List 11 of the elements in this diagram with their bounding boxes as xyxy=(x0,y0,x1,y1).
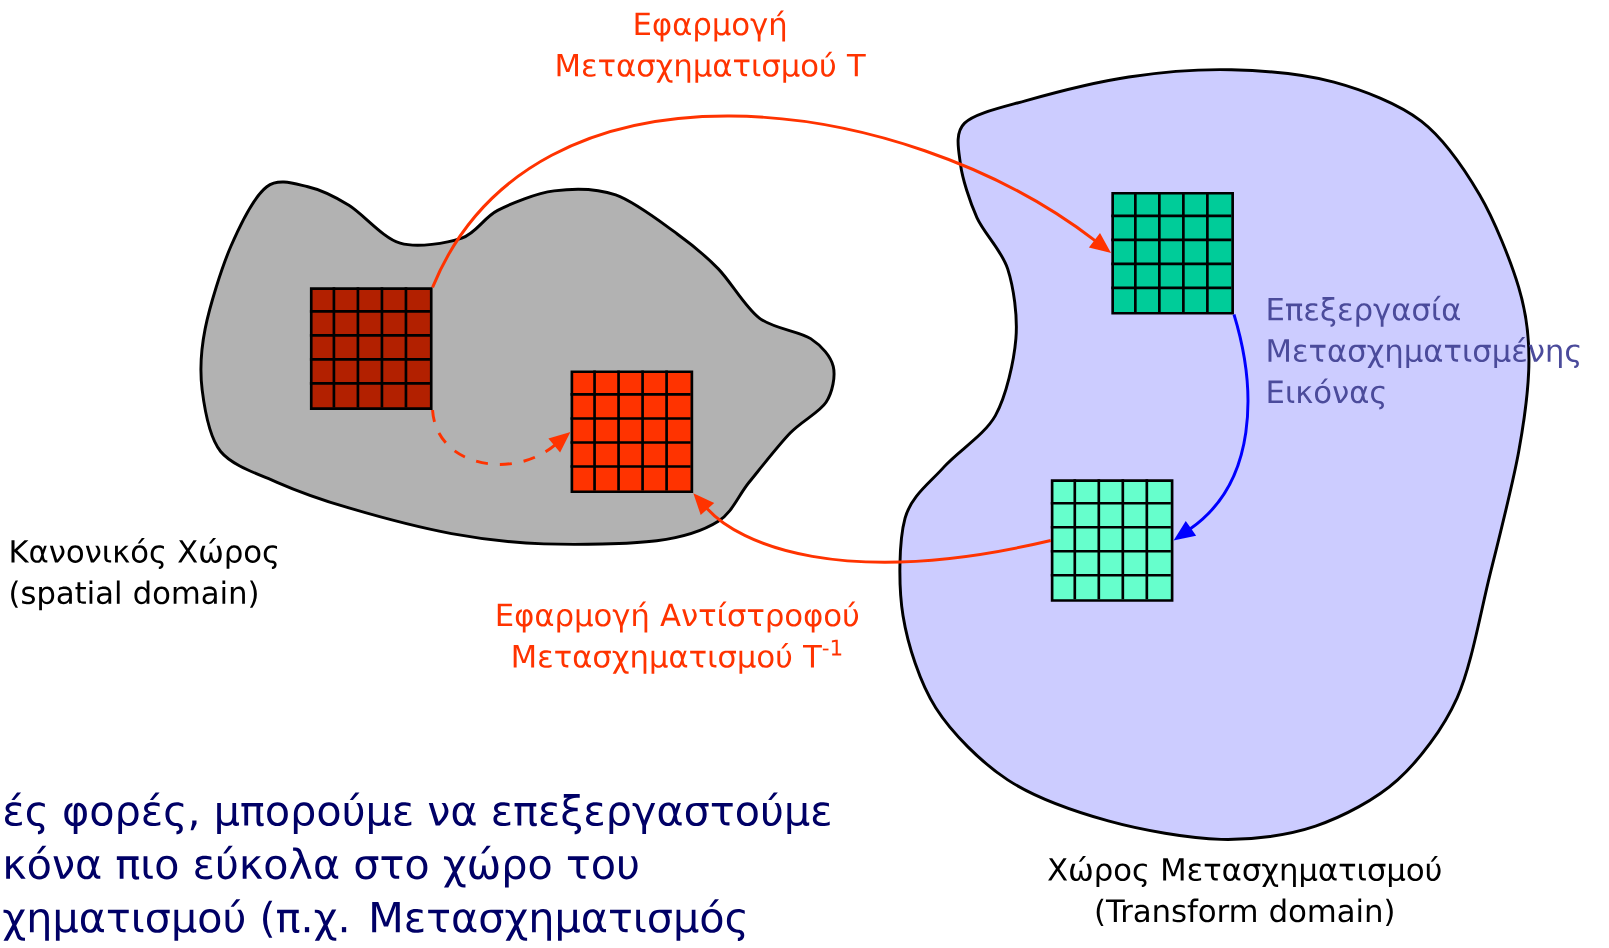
text-line: κόνα πιο εύκολα στο χώρο του xyxy=(6,845,638,888)
pixel-grid xyxy=(569,369,694,494)
text-line: χηματισμού (π.χ. Μετασχηματισμός xyxy=(3,899,745,941)
node-label: Χώρος Μετασχηματισμού (Transform domain) xyxy=(1048,856,1441,926)
pixel-grid xyxy=(1110,190,1234,315)
node-label: Κανονικός Χώρος (spatial domain) xyxy=(11,537,278,611)
edge-label: Εφαρμογή Αντίστροφού Μετασχηματισμού T$^{-1}$ xyxy=(497,601,859,674)
text-line: ές φορές, μπορούμε να επεξεργαστούμε xyxy=(5,792,830,835)
pixel-grid xyxy=(1049,477,1174,602)
edge-label: Εφαρμογή Μετασχηματισμού T xyxy=(557,10,866,83)
pixel-grid xyxy=(308,285,433,410)
